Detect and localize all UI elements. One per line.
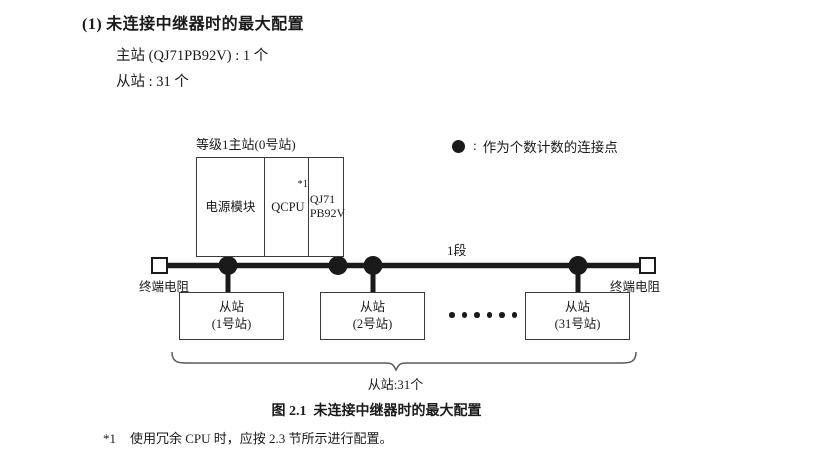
master-module-label-line1: QJ71 [309, 192, 336, 207]
footnote-text: 使用冗余 CPU 时，应按 2.3 节所示进行配置。 [130, 431, 393, 446]
slave-station-number: (1号站) [211, 317, 252, 331]
spec-slave-count: 从站 : 31 个 [116, 74, 189, 90]
filled-circle-icon [452, 139, 465, 153]
ellipsis-dot [461, 312, 467, 318]
figure-number: 图 2.1 [271, 404, 307, 419]
power-module-cell: 电源模块 [197, 158, 264, 256]
terminal-resistor-right-label: 终端电阻 [610, 280, 661, 294]
slave-station-name: 从站 [359, 300, 385, 315]
legend-colon: : [473, 138, 477, 153]
section-heading: (1)未连接中继器时的最大配置 [82, 10, 304, 34]
slave-station-box: 从站 (2号站) [320, 292, 425, 340]
ellipsis-dot [449, 312, 455, 318]
cpu-module-cell: QCPU *1 [263, 158, 309, 256]
connection-point-1 [218, 256, 238, 275]
slave-group-brace [171, 351, 637, 372]
spec-master-count: 主站 (QJ71PB92V) : 1 个 [116, 48, 269, 64]
slave-station-name: 从站 [564, 300, 590, 315]
connection-point-2 [328, 256, 348, 275]
figure-caption-inner: 图 2.1 未连接中继器时的最大配置 [272, 404, 499, 419]
cpu-footnote-marker: *1 [297, 179, 309, 190]
connection-point-4 [568, 256, 588, 275]
slave-stations-ellipsis [449, 312, 517, 318]
terminal-resistor-left-box [151, 257, 168, 274]
figure-caption-text: 未连接中继器时的最大配置 [313, 404, 482, 419]
terminal-resistor-left-label: 终端电阻 [139, 280, 190, 294]
slave-station-number: (2号站) [352, 317, 393, 331]
segment-label: 1段 [447, 243, 467, 258]
ellipsis-dot [511, 312, 517, 318]
section-heading-text: 未连接中继器时的最大配置 [106, 16, 305, 33]
connection-point-3 [363, 256, 383, 275]
master-station-rack: 电源模块 QCPU *1 QJ71 PB92V [196, 157, 346, 257]
figure-caption: 图 2.1 未连接中继器时的最大配置 [0, 400, 821, 420]
footnote-marker: *1 [103, 431, 116, 446]
legend: : 作为个数计数的连接点 [452, 136, 618, 156]
master-module-label: QJ71 PB92V [309, 192, 346, 221]
master-module-cell: QJ71 PB92V [308, 158, 346, 256]
slave-station-name: 从站 [218, 300, 244, 315]
slave-group-caption-text: 从站:31个 [367, 377, 424, 392]
slave-station-number: (31号站) [554, 317, 601, 331]
section-heading-number: (1) [82, 16, 103, 33]
power-module-label: 电源模块 [205, 199, 256, 214]
footnote: *1 使用冗余 CPU 时，应按 2.3 节所示进行配置。 [103, 428, 393, 447]
slave-group-caption: 从站:31个 [0, 374, 821, 393]
slave-station-box: 从站 (31号站) [525, 292, 630, 340]
slave-station-box: 从站 (1号站) [179, 292, 284, 340]
ellipsis-dot [499, 312, 505, 318]
legend-label: 作为个数计数的连接点 [482, 140, 618, 155]
ellipsis-dot [474, 312, 480, 318]
master-station-label: 等级1主站(0号站) [196, 137, 296, 152]
cpu-module-label: QCPU [271, 199, 305, 214]
terminal-resistor-right-box [639, 257, 656, 274]
master-module-label-line2: PB92V [309, 206, 346, 220]
ellipsis-dot [486, 312, 492, 318]
